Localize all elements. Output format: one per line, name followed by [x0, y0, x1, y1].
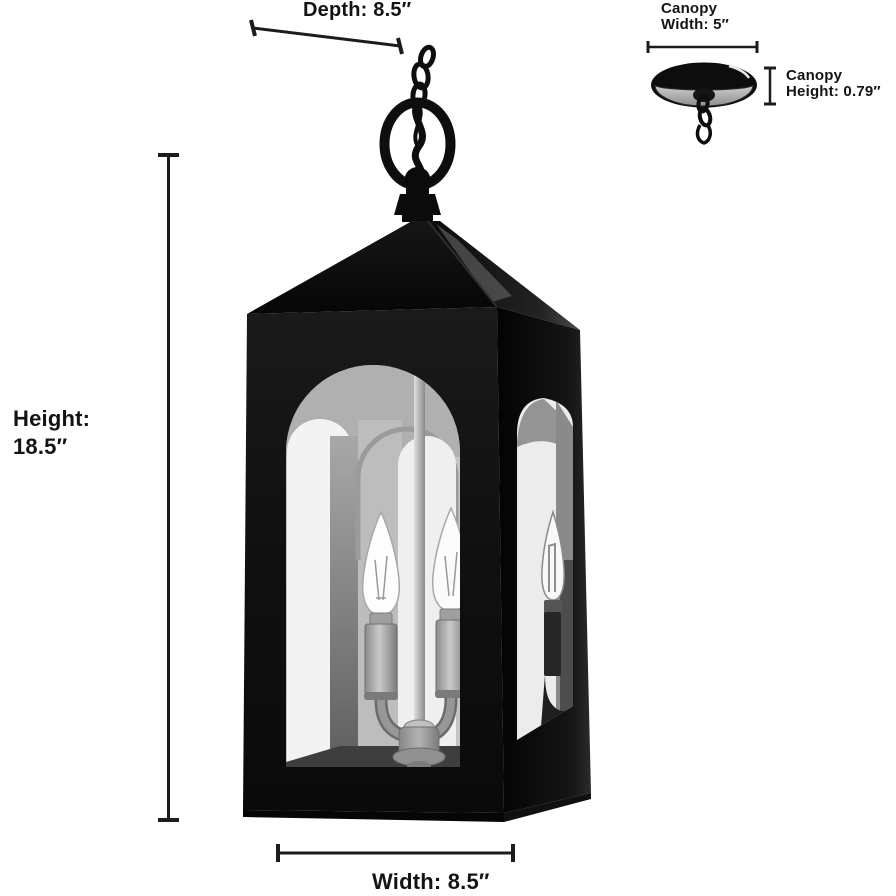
canopy-height-label-line1: Canopy	[786, 67, 843, 84]
canopy-width-label-line1: Canopy	[661, 0, 718, 17]
bulb-right	[431, 506, 460, 698]
depth-label: Depth: 8.5″	[303, 0, 412, 21]
side-window	[517, 398, 573, 740]
canopy-height-dimension-line	[764, 66, 776, 106]
depth-dimension-line	[249, 19, 404, 55]
roof-highlight	[436, 224, 512, 302]
body-bottom-front	[243, 810, 504, 822]
width-label: Width: 8.5″	[372, 869, 490, 894]
height-label-line1: Height:	[13, 406, 91, 431]
height-dimension-line	[158, 153, 179, 822]
pendant-lantern-illustration	[243, 44, 591, 822]
cluster-hub	[392, 719, 446, 767]
canopy-highlight	[728, 64, 751, 79]
chain-twist-2	[413, 100, 423, 150]
canopy-height-label: Canopy Height: 0.79″	[786, 68, 881, 100]
canopy-height-label-line2: Height: 0.79″	[786, 83, 881, 100]
roof-side-face	[428, 221, 580, 330]
height-label: Height: 18.5″	[13, 405, 90, 461]
roof-front-face	[247, 221, 497, 314]
front-window	[286, 365, 460, 767]
bulb-left	[361, 510, 401, 700]
body-bottom-side	[504, 793, 591, 822]
ceiling-canopy-illustration	[651, 62, 757, 145]
roof-hip-edge	[427, 220, 498, 308]
chain	[410, 44, 436, 109]
canopy-width-label-line2: Width: 5″	[661, 16, 730, 33]
finial	[394, 167, 441, 222]
canopy-width-dimension-line	[646, 41, 759, 53]
dimension-lines	[158, 19, 776, 862]
canopy-chain	[695, 94, 713, 145]
height-label-line2: 18.5″	[13, 434, 68, 459]
canopy-width-label: Canopy Width: 5″	[661, 1, 729, 33]
width-dimension-line	[276, 844, 515, 862]
